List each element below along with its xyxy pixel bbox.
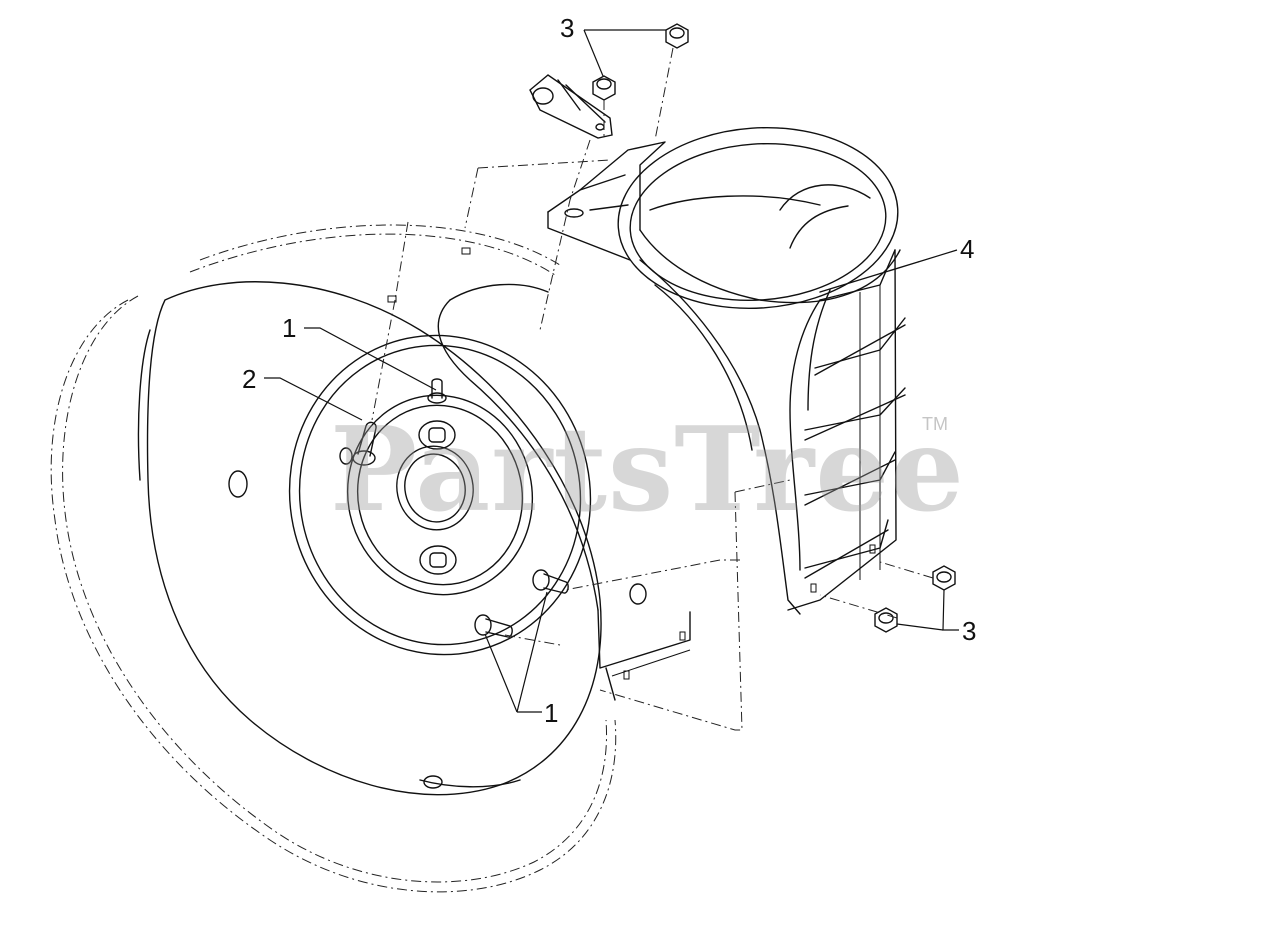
stud-upper — [427, 378, 447, 404]
callout-3-bottom: 3 — [962, 616, 976, 646]
wheel-hub — [288, 334, 592, 656]
nut-bottom-lower — [874, 607, 898, 633]
callouts: 3 4 1 2 3 1 — [242, 13, 976, 728]
nut-top-right — [665, 23, 689, 49]
watermark-text: PartsTree — [330, 402, 965, 538]
callout-3-top: 3 — [560, 13, 574, 43]
housing-outer-rim — [50, 224, 617, 893]
pin-part-2 — [352, 421, 377, 466]
assembly-lines — [371, 47, 934, 731]
stud-lower-left — [474, 614, 513, 638]
callout-1-upper: 1 — [282, 313, 296, 343]
watermark: PartsTree TM — [330, 402, 965, 538]
nut-bottom-upper — [932, 565, 956, 591]
nut-top-center — [592, 75, 616, 101]
stud-lower-right — [532, 569, 569, 594]
callout-1-lower: 1 — [544, 698, 558, 728]
leader-lines — [264, 29, 959, 713]
chute-bracket — [529, 74, 613, 139]
housing-side — [387, 247, 691, 701]
callout-2: 2 — [242, 364, 256, 394]
watermark-trademark: TM — [922, 414, 948, 434]
discharge-chute — [547, 126, 919, 615]
callout-4: 4 — [960, 234, 974, 264]
housing-face — [137, 281, 602, 796]
